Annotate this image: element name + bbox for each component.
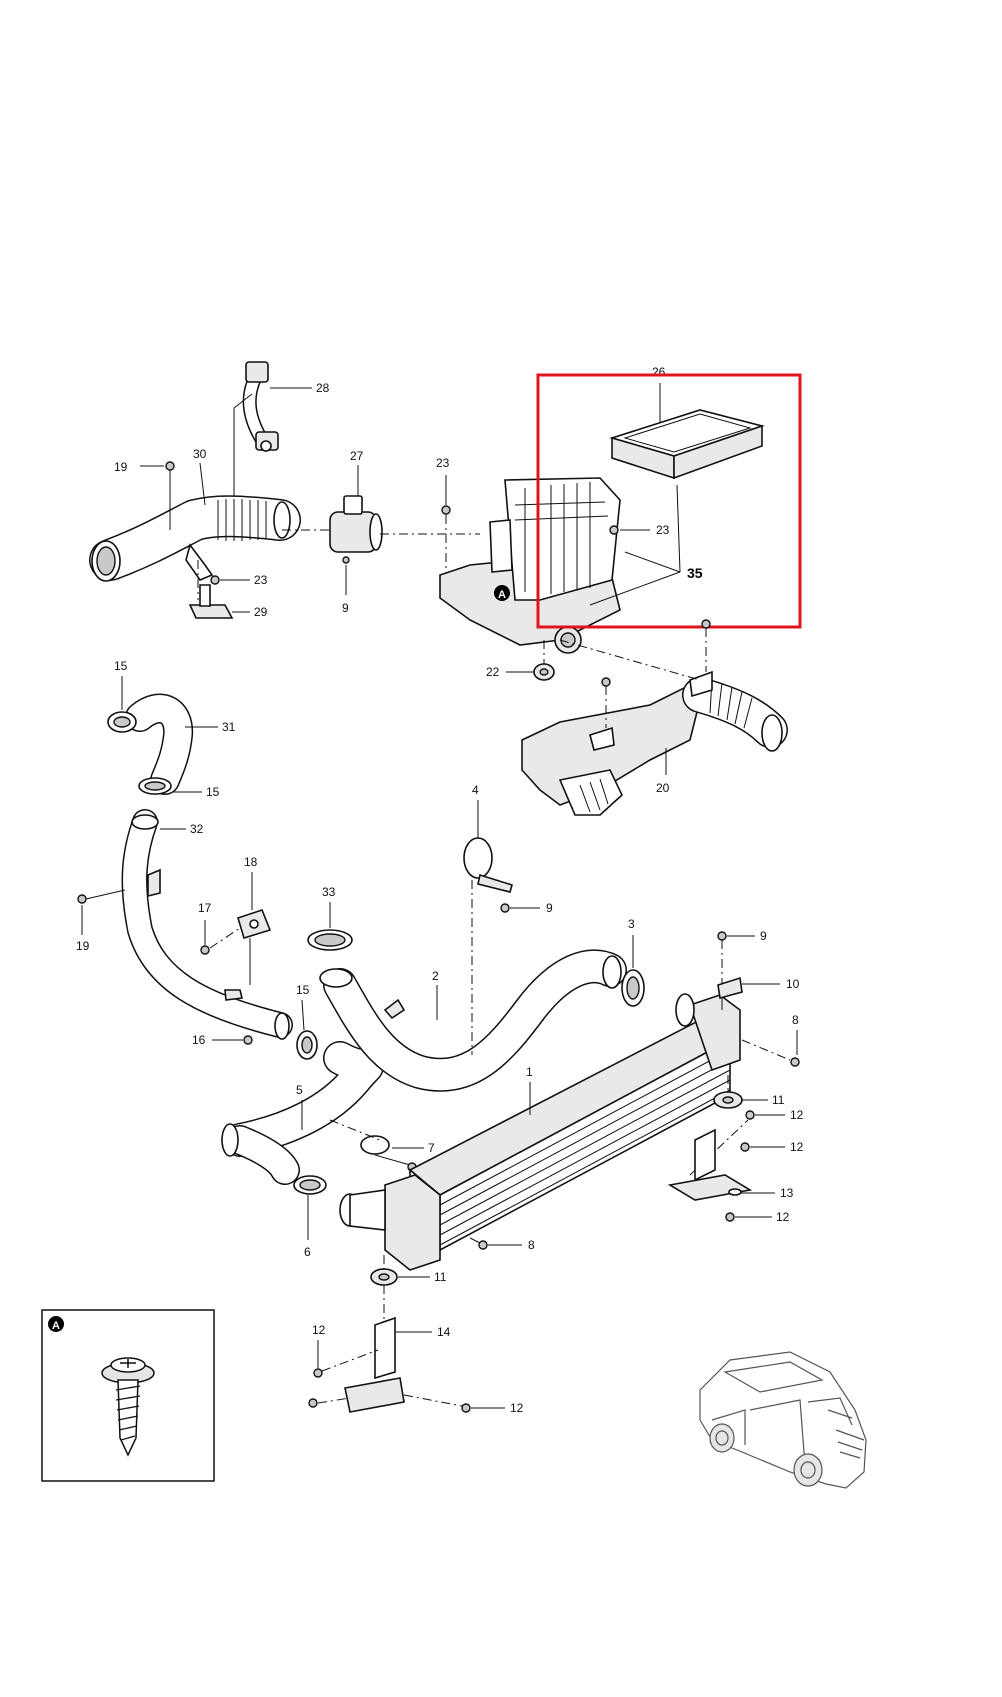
part-6-clamp — [293, 1175, 327, 1195]
part-14-bracket — [344, 1316, 405, 1413]
part-19-bolt-top — [165, 461, 175, 530]
label-5: 5 — [296, 1083, 303, 1097]
label-18: 18 — [244, 855, 258, 869]
label-12e: 12 — [510, 1401, 524, 1415]
label-31: 31 — [222, 720, 236, 734]
label-32: 32 — [190, 822, 204, 836]
label-12d: 12 — [312, 1323, 326, 1337]
part-8-bolt-lower — [478, 1240, 488, 1250]
label-10: 10 — [786, 977, 800, 991]
vehicle-icon — [699, 1351, 867, 1489]
label-22: 22 — [486, 665, 500, 679]
part-1-intercooler — [339, 993, 741, 1271]
label-11a: 11 — [772, 1093, 785, 1107]
callout-a-letter: A — [498, 589, 506, 601]
label-20: 20 — [656, 781, 670, 795]
part-28-harness — [242, 361, 312, 452]
callout-box-a: A — [41, 1309, 215, 1482]
label-33: 33 — [322, 885, 336, 899]
part-17-bolt — [200, 945, 210, 955]
label-23a: 23 — [254, 573, 268, 587]
part-30-intake-duct — [89, 495, 301, 582]
label-9b: 9 — [546, 901, 553, 915]
label-9a: 9 — [342, 601, 349, 615]
part-11-grommet-right — [713, 1091, 743, 1109]
label-16: 16 — [192, 1033, 206, 1047]
part-13-bracket — [667, 1128, 753, 1201]
part-18-bracket — [237, 909, 272, 985]
label-12b: 12 — [790, 1140, 804, 1154]
part-16-bolt — [243, 1035, 253, 1045]
part-19-bolt-left — [77, 889, 126, 904]
part-26-air-filter — [609, 409, 765, 480]
label-30: 30 — [193, 447, 207, 461]
label-15c: 15 — [296, 983, 310, 997]
part-12-bolt-lower-a — [313, 1368, 323, 1378]
label-15b: 15 — [206, 785, 220, 799]
part-33-clamp — [307, 929, 353, 951]
part-9-bolt-middle — [500, 903, 510, 913]
part-22-grommet — [533, 663, 555, 681]
part-7-bracket — [360, 1135, 417, 1172]
part-23-bolt-right — [609, 525, 619, 535]
part-20-inlet-duct — [521, 670, 788, 816]
label-1: 1 — [526, 1065, 533, 1079]
label-17: 17 — [198, 901, 212, 915]
part-12-bolt-lower-b — [308, 1398, 318, 1408]
label-27: 27 — [350, 449, 364, 463]
label-8a: 8 — [792, 1013, 799, 1027]
label-26: 26 — [652, 365, 666, 379]
label-13: 13 — [780, 1186, 794, 1200]
part-12-bolt-right-c — [725, 1212, 735, 1222]
label-11b: 11 — [434, 1270, 447, 1284]
label-6: 6 — [304, 1245, 311, 1259]
part-15-clamp-lower — [296, 1030, 318, 1060]
part-32-pipe — [121, 809, 293, 1040]
label-23c: 23 — [656, 523, 670, 537]
label-29: 29 — [254, 605, 268, 619]
label-15a: 15 — [114, 659, 128, 673]
part-11-grommet-lower — [370, 1268, 398, 1286]
label-14: 14 — [437, 1325, 451, 1339]
part-10-sensor — [717, 976, 743, 1010]
part-12-bolt-right-b — [740, 1142, 750, 1152]
part-2-pipe — [319, 949, 627, 1092]
part-5-hose — [221, 1041, 384, 1185]
air-cleaner-housing: A — [439, 477, 621, 654]
label-2: 2 — [432, 969, 439, 983]
label-12c: 12 — [776, 1210, 790, 1224]
part-31-hose — [125, 693, 194, 795]
label-19b: 19 — [76, 939, 90, 953]
part-23-bolt-center — [441, 505, 451, 515]
part-8-bolt-right — [790, 1057, 800, 1067]
label-19a: 19 — [114, 460, 128, 474]
part-15-clamp-top — [107, 711, 137, 733]
highlight-frame — [536, 373, 802, 629]
part-12-bolt-lower-c — [461, 1403, 471, 1413]
label-9c: 9 — [760, 929, 767, 943]
label-28: 28 — [316, 381, 330, 395]
part-15-clamp-middle — [138, 777, 172, 795]
screw-icon — [101, 1357, 155, 1457]
part-9-bolt-right — [717, 931, 727, 941]
label-23b: 23 — [436, 456, 450, 470]
label-8b: 8 — [528, 1238, 535, 1252]
part-4-bracket — [463, 837, 513, 893]
part-27-maf-sensor — [329, 495, 383, 564]
callout-box-letter: A — [52, 1320, 60, 1332]
callout-a-marker — [494, 585, 510, 601]
label-12a: 12 — [790, 1108, 804, 1122]
label-4: 4 — [472, 783, 479, 797]
part-12-bolt-right-a — [745, 1110, 755, 1120]
part-29-bracket — [188, 584, 234, 619]
label-3: 3 — [628, 917, 635, 931]
label-35: 35 — [687, 565, 703, 581]
label-7: 7 — [428, 1141, 435, 1155]
part-3-clamp — [621, 969, 645, 1007]
part-23-bolt-left — [210, 575, 220, 585]
